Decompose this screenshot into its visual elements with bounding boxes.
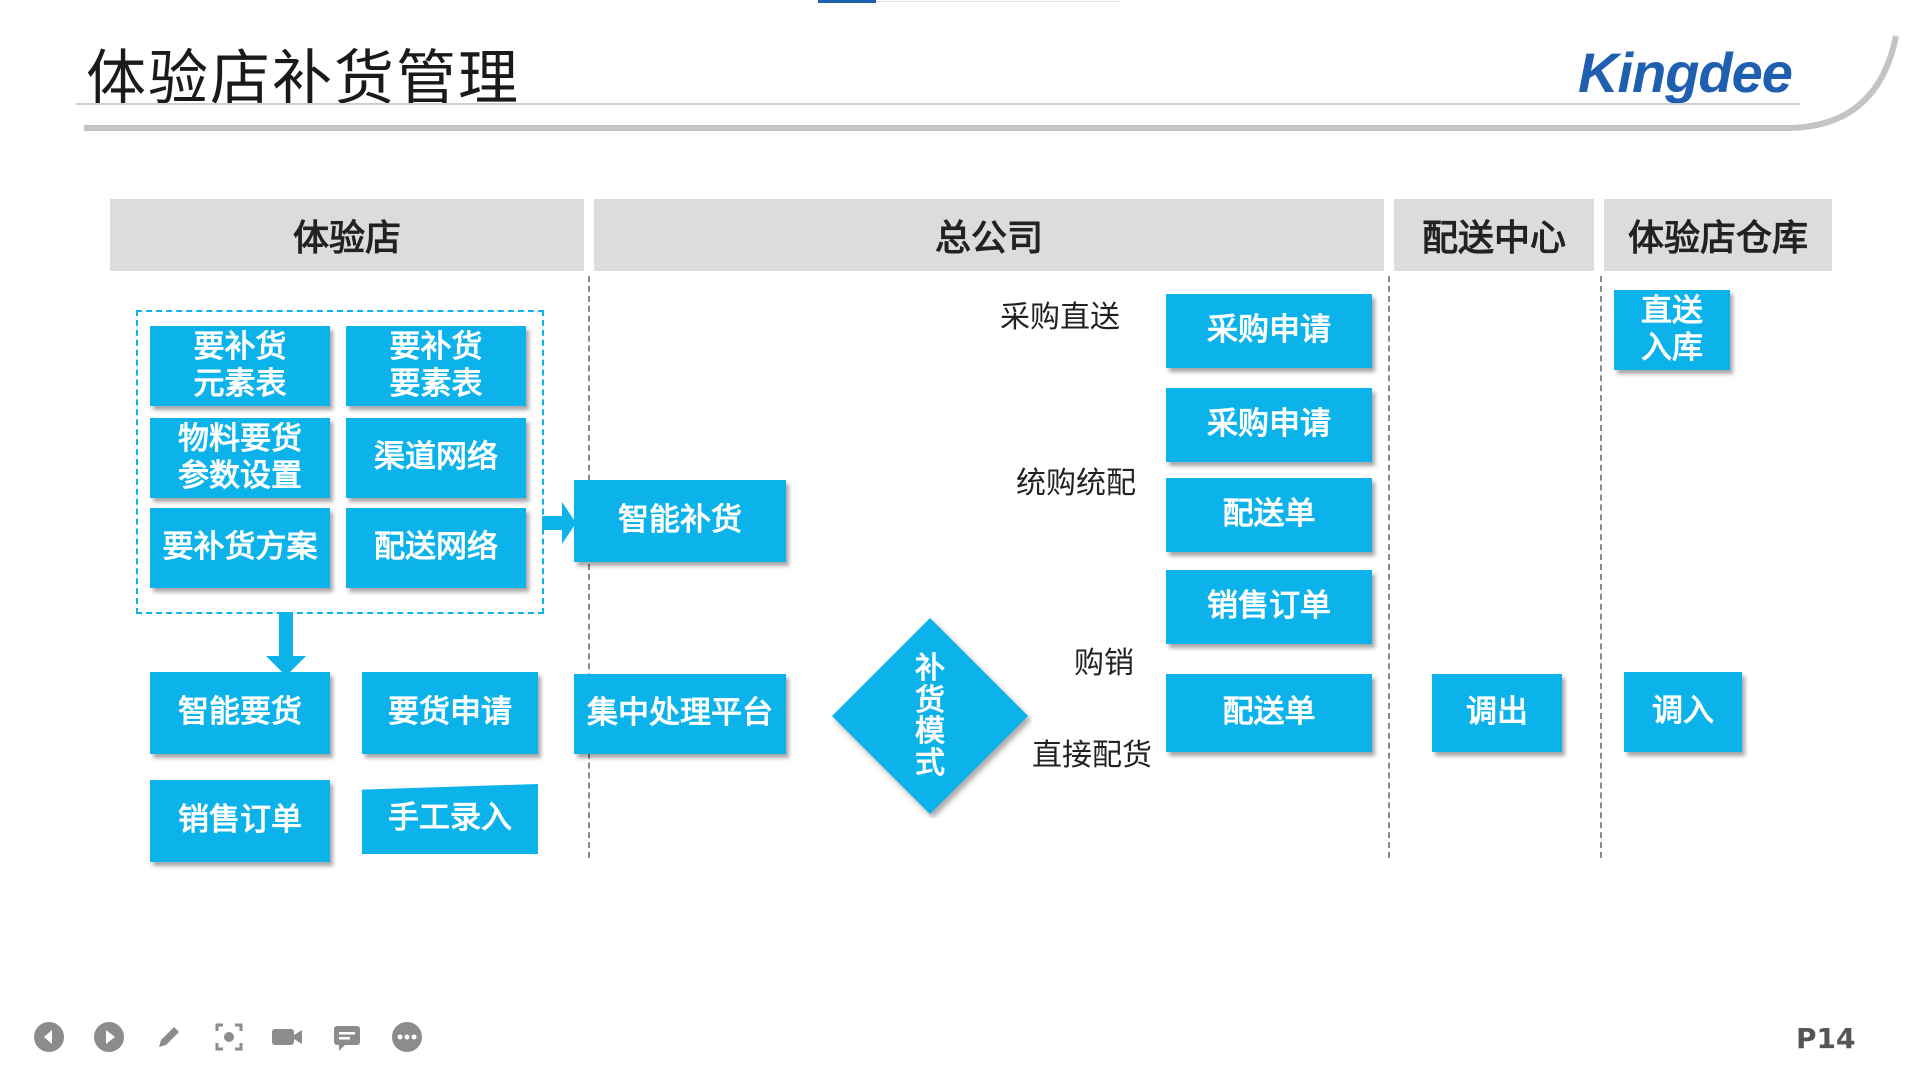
- header-distribution-center: 配送中心: [1394, 199, 1594, 271]
- top-accent-bar: [818, 0, 876, 3]
- comment-icon[interactable]: [330, 1020, 364, 1054]
- transfer-out-box[interactable]: 调出: [1432, 674, 1562, 752]
- smart-replenish-box[interactable]: 智能补货: [574, 480, 786, 562]
- purchase-request-box-2[interactable]: 采购申请: [1166, 388, 1372, 462]
- purchase-request-box-1[interactable]: 采购申请: [1166, 294, 1372, 368]
- divider-store-hq: [588, 276, 590, 858]
- sales-order-box-hq[interactable]: 销售订单: [1166, 570, 1372, 644]
- label-purchase-direct: 采购直送: [1000, 300, 1120, 335]
- header-store: 体验店: [110, 199, 584, 271]
- replenish-mode-label: 补 货 模 式: [915, 651, 945, 781]
- transfer-in-box[interactable]: 调入: [1624, 672, 1742, 752]
- replenish-mode-diamond: [832, 618, 1028, 814]
- pen-icon[interactable]: [152, 1020, 186, 1054]
- divider-dc-warehouse: [1600, 276, 1602, 858]
- header-store-warehouse: 体验店仓库: [1604, 199, 1832, 271]
- replenish-factor-table[interactable]: 要补货 要素表: [346, 326, 526, 406]
- store-settings-group: [136, 310, 544, 614]
- central-platform-box[interactable]: 集中处理平台: [574, 674, 786, 754]
- request-apply-box[interactable]: 要货申请: [362, 672, 538, 754]
- right-arrow-shaft: [542, 516, 564, 530]
- screenshot-icon[interactable]: [212, 1020, 246, 1054]
- direct-inbound-box[interactable]: 直送 入库: [1614, 290, 1730, 370]
- title-underline: [76, 35, 1899, 131]
- page-title: 体验店补货管理: [86, 44, 520, 114]
- label-direct-distribution: 直接配货: [1032, 738, 1152, 773]
- smart-request-box[interactable]: 智能要货: [150, 672, 330, 754]
- play-icon[interactable]: [92, 1020, 126, 1054]
- more-icon[interactable]: [390, 1020, 424, 1054]
- delivery-note-box-1[interactable]: 配送单: [1166, 478, 1372, 552]
- channel-network[interactable]: 渠道网络: [346, 418, 526, 498]
- top-accent-line: [876, 1, 1120, 2]
- label-unified-purchase: 统购统配: [1016, 466, 1136, 501]
- material-request-params[interactable]: 物料要货 参数设置: [150, 418, 330, 498]
- sales-order-box-store[interactable]: 销售订单: [150, 780, 330, 862]
- divider-hq-dc: [1388, 276, 1390, 858]
- delivery-note-box-2[interactable]: 配送单: [1166, 674, 1372, 752]
- label-purchase-sale: 购销: [1074, 646, 1134, 681]
- header-hq: 总公司: [594, 199, 1384, 271]
- page-number: P14: [1796, 1022, 1856, 1055]
- replenish-element-table[interactable]: 要补货 元素表: [150, 326, 330, 406]
- camera-icon[interactable]: [270, 1020, 304, 1054]
- replenish-plan[interactable]: 要补货方案: [150, 508, 330, 588]
- kingdee-logo: Kingdee: [1578, 41, 1793, 104]
- down-arrow-shaft: [279, 612, 293, 658]
- manual-entry-box[interactable]: 手工录入: [362, 784, 538, 854]
- down-arrow-head: [266, 656, 306, 676]
- distribution-network[interactable]: 配送网络: [346, 508, 526, 588]
- prev-icon[interactable]: [32, 1020, 66, 1054]
- right-arrow-head: [562, 502, 576, 544]
